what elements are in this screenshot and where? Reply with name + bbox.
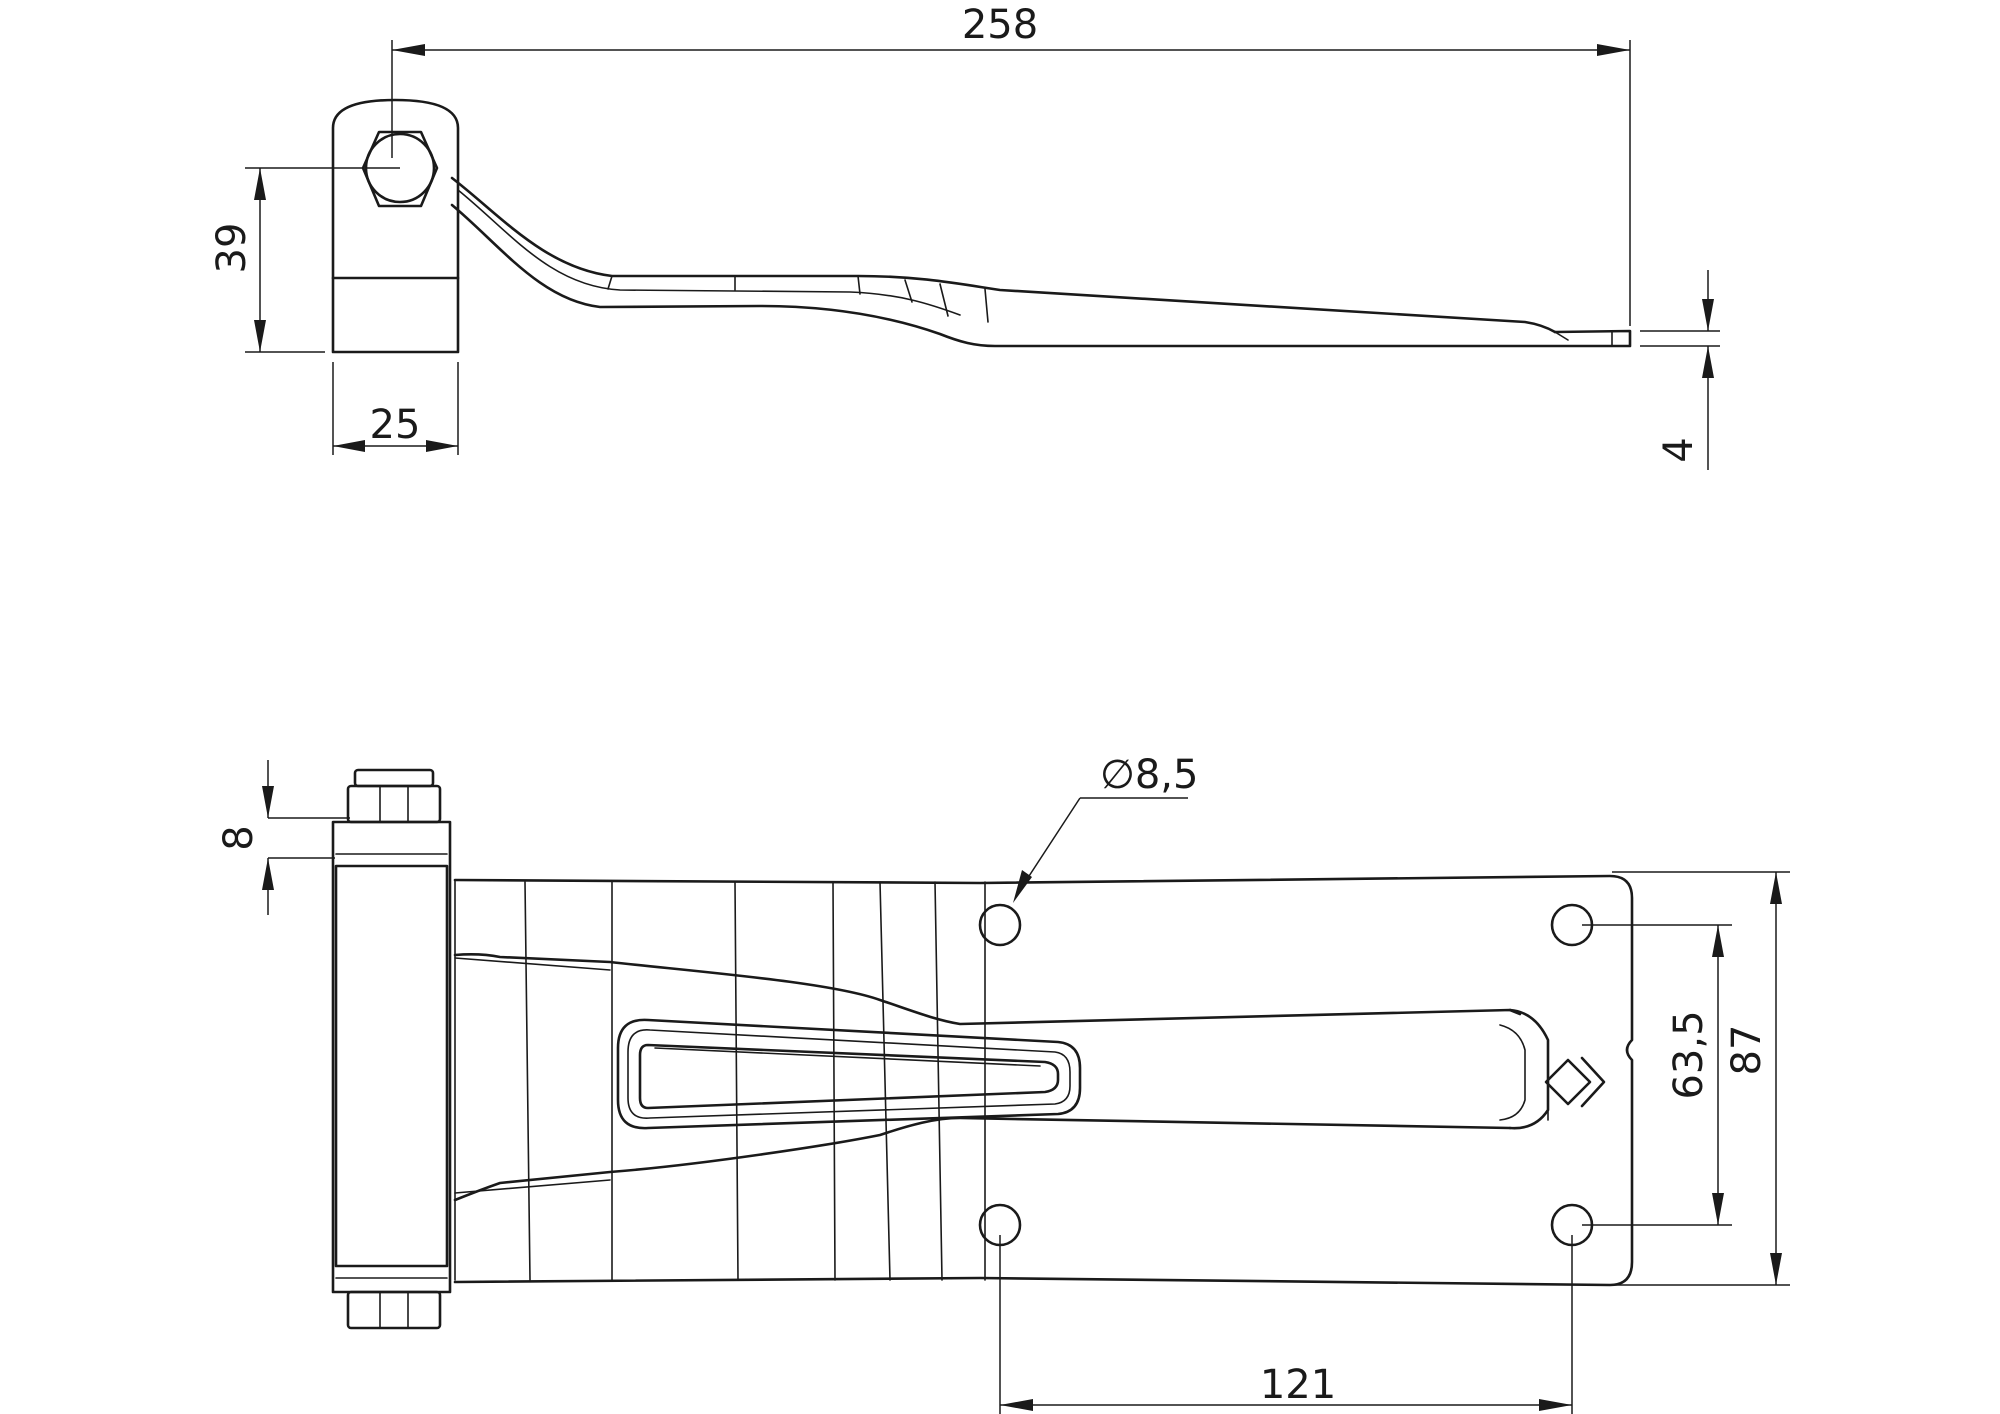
dim-87-arrow-bottom (1770, 1253, 1782, 1285)
top-view: ∅8,5 8 121 63,5 87 (216, 752, 1790, 1414)
side-arm-break-5 (939, 283, 949, 317)
dim-25-label: 25 (370, 402, 421, 448)
side-arm-lower (450, 203, 1632, 348)
dim-8-label: 8 (216, 825, 262, 850)
dim-39-label: 39 (209, 223, 255, 274)
rib-upper-inner (454, 957, 611, 971)
leaf-line-5 (879, 881, 891, 1281)
leaf-line-1 (524, 881, 531, 1281)
dim-8-arrow-top (262, 786, 274, 818)
side-arm-inner (457, 189, 961, 316)
dim-hole-label: ∅8,5 (1100, 752, 1198, 798)
bottom-nut (346, 1290, 442, 1330)
hole-top-left (978, 903, 1022, 947)
side-arm-tip-bend (1554, 331, 1569, 341)
side-bolt-hex (361, 130, 439, 208)
dim-63-arrow-bottom (1712, 1193, 1724, 1225)
dim-121-arrow-left (1000, 1399, 1033, 1411)
dim-63-arrow-top (1712, 925, 1724, 957)
rib-upper-edge (453, 953, 1522, 1026)
rib-lower-inner (454, 1179, 611, 1194)
leaf-line-6 (934, 881, 943, 1281)
dim-8-arrow-bottom (262, 858, 274, 890)
dim-hole-leader-arrow (1013, 870, 1032, 903)
rhombus-mark-chevron (1580, 1056, 1606, 1108)
dim-87-label: 87 (1724, 1025, 1770, 1076)
dim-63-label: 63,5 (1666, 1010, 1712, 1099)
dim-121-arrow-right (1539, 1399, 1572, 1411)
dim-258-arrow-right (1597, 44, 1630, 56)
top-nut-cap (353, 768, 435, 788)
leaf-slot-inner (638, 1043, 1060, 1110)
dim-39-arrow-bottom (254, 320, 266, 352)
dim-87-arrow-top (1770, 872, 1782, 904)
leaf-line-4 (832, 881, 836, 1281)
leaf-slot-outer (616, 1018, 1082, 1130)
hinge-leaf-outline (453, 874, 1634, 1287)
dim-4-arrow-bottom (1702, 346, 1714, 378)
side-arm-upper (450, 176, 1557, 334)
side-knuckle-block (331, 98, 460, 354)
dim-25-arrow-right (426, 440, 458, 452)
rib-lower-edge (453, 1116, 1512, 1202)
side-arm-break-4 (904, 279, 913, 303)
dim-4-arrow-top (1702, 299, 1714, 331)
dim-25-arrow-left (333, 440, 365, 452)
dim-4-label: 4 (1656, 437, 1702, 462)
side-arm-break-6 (984, 288, 989, 323)
dim-121-label: 121 (1260, 1362, 1336, 1408)
side-arm-break-1 (607, 275, 613, 290)
side-arm-break-3 (857, 275, 861, 295)
top-knuckle-body (331, 820, 452, 1294)
leaf-slot-highlight (654, 1047, 1041, 1067)
side-view: 258 39 25 4 (209, 2, 1720, 470)
rib-tip-inner (1499, 1024, 1526, 1121)
dim-39-arrow-top (254, 168, 266, 200)
top-knuckle-barrel (334, 864, 449, 1268)
leaf-slot-middle (627, 1029, 1071, 1119)
dim-258-arrow-left (392, 44, 425, 56)
top-nut (346, 784, 442, 824)
rhombus-mark-icon (1544, 1058, 1592, 1106)
rib-tip (1508, 1008, 1550, 1130)
leaf-line-3 (734, 881, 739, 1281)
dim-258-label: 258 (962, 2, 1038, 48)
